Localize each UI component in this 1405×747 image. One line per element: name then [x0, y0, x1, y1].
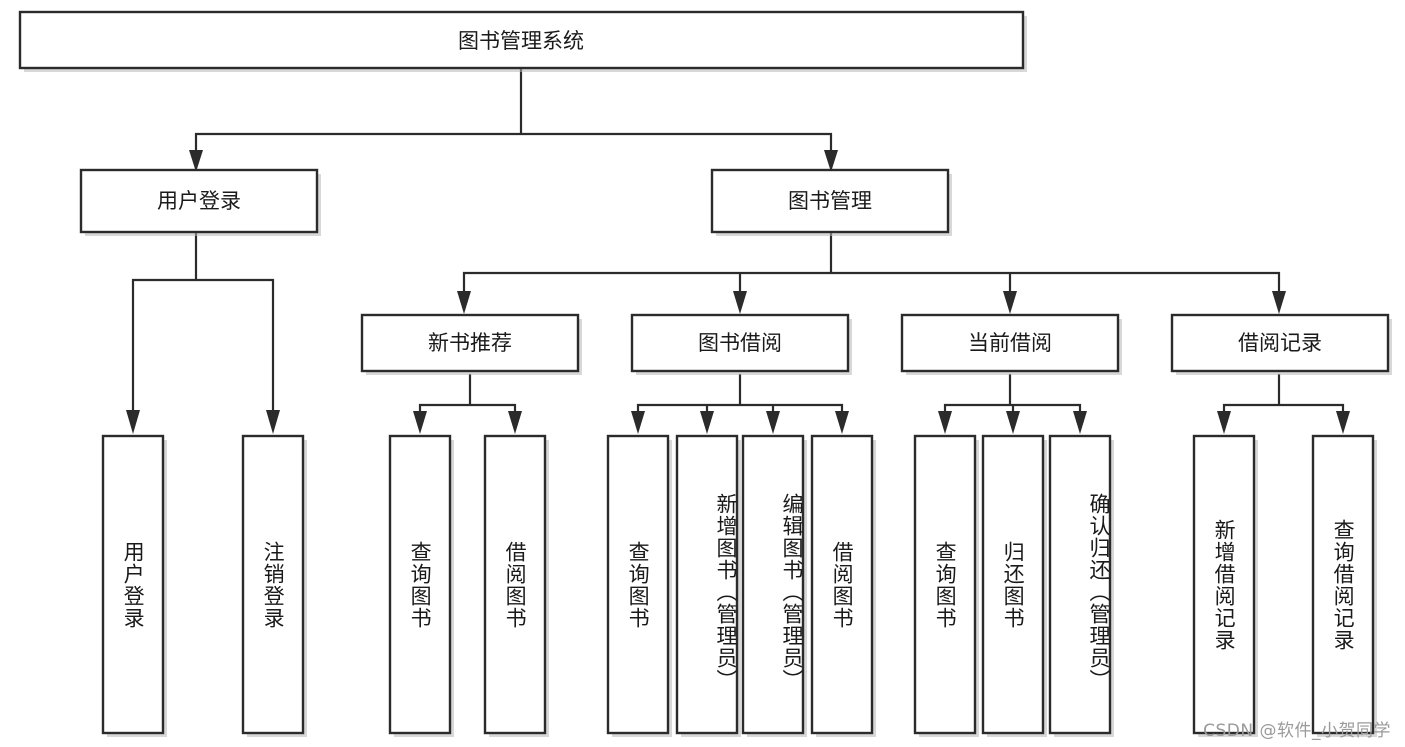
connector-currentborrow-to-leaves [943, 373, 1082, 416]
csdn-watermark: CSDN @软件_小贺同学 [1203, 721, 1391, 741]
root-node-label: 图书管理系统 [458, 29, 584, 53]
borrow-record-node-label: 借阅记录 [1238, 331, 1322, 355]
leaf-record-query-box[interactable] [1311, 434, 1375, 735]
leaf-borrow-lend-box[interactable] [810, 434, 874, 735]
book-manage-node-label: 图书管理 [788, 189, 872, 213]
arrow-leaf-bookborrow-2 [700, 411, 714, 434]
leaf-user-login-box[interactable] [101, 434, 165, 735]
connector-userlogin-to-leaves [131, 230, 275, 414]
leaf-record-add-box[interactable] [1192, 434, 1256, 735]
arrow-leaf-bookborrow-4 [835, 411, 849, 434]
leaf-current-confirm-box[interactable] [1048, 434, 1112, 735]
leaf-newbook-query-box[interactable] [388, 434, 452, 735]
borrow-record-node-box[interactable] [1170, 313, 1390, 373]
connector-layer [126, 66, 1350, 434]
book-borrow-node-label: 图书借阅 [698, 331, 782, 355]
arrow-leaf-newbook-2 [508, 411, 522, 434]
leaf-borrow-query-box[interactable] [606, 434, 670, 735]
leaf-borrow-add-box[interactable] [675, 434, 739, 735]
arrow-leaf-user-login-2 [266, 410, 280, 434]
arrow-to-current-borrow [1003, 291, 1017, 314]
user-login-node-box[interactable] [79, 168, 319, 234]
current-borrow-node-label: 当前借阅 [968, 331, 1052, 355]
connector-root-to-level2 [194, 66, 833, 162]
arrow-to-book-manage [824, 150, 838, 172]
arrow-to-new-book [457, 291, 471, 314]
connector-newbook-to-leaves [418, 373, 517, 416]
arrow-leaf-bookborrow-1 [631, 411, 645, 434]
arrow-leaf-borrowrecord-2 [1336, 411, 1350, 434]
arrow-leaf-borrowrecord-1 [1217, 411, 1231, 434]
leaf-logout-box[interactable] [241, 434, 305, 735]
user-login-node-label: 用户登录 [157, 189, 241, 213]
arrow-leaf-currentborrow-2 [1006, 411, 1020, 434]
leaf-current-return-box[interactable] [981, 434, 1045, 735]
connector-borrowrecord-to-leaves [1222, 373, 1345, 416]
leaf-current-query-box[interactable] [913, 434, 977, 735]
root-node-box[interactable] [18, 10, 1025, 70]
arrow-to-borrow-record [1272, 291, 1286, 314]
book-manage-node-box[interactable] [710, 168, 950, 234]
node-layer: 图书管理系统 用户登录 图书管理 新书推荐 图书借阅 当前借阅 借阅记录 [18, 10, 1392, 737]
arrow-leaf-bookborrow-3 [766, 411, 780, 434]
arrow-to-user-login [189, 150, 203, 172]
connector-bookmanage-to-level3 [462, 230, 1281, 302]
arrow-leaf-currentborrow-3 [1073, 411, 1087, 434]
leaf-borrow-edit-box[interactable] [741, 434, 805, 735]
arrow-leaf-user-login-1 [126, 410, 140, 434]
new-book-node-label: 新书推荐 [428, 331, 512, 355]
arrow-leaf-newbook-1 [413, 411, 427, 434]
new-book-node-box[interactable] [360, 313, 580, 373]
leaf-newbook-borrow-box[interactable] [483, 434, 547, 735]
current-borrow-node-box[interactable] [900, 313, 1120, 373]
arrow-leaf-currentborrow-1 [938, 411, 952, 434]
book-borrow-node-box[interactable] [630, 313, 850, 373]
connector-bookborrow-to-leaves [636, 373, 844, 416]
arrow-to-book-borrow [733, 291, 747, 314]
